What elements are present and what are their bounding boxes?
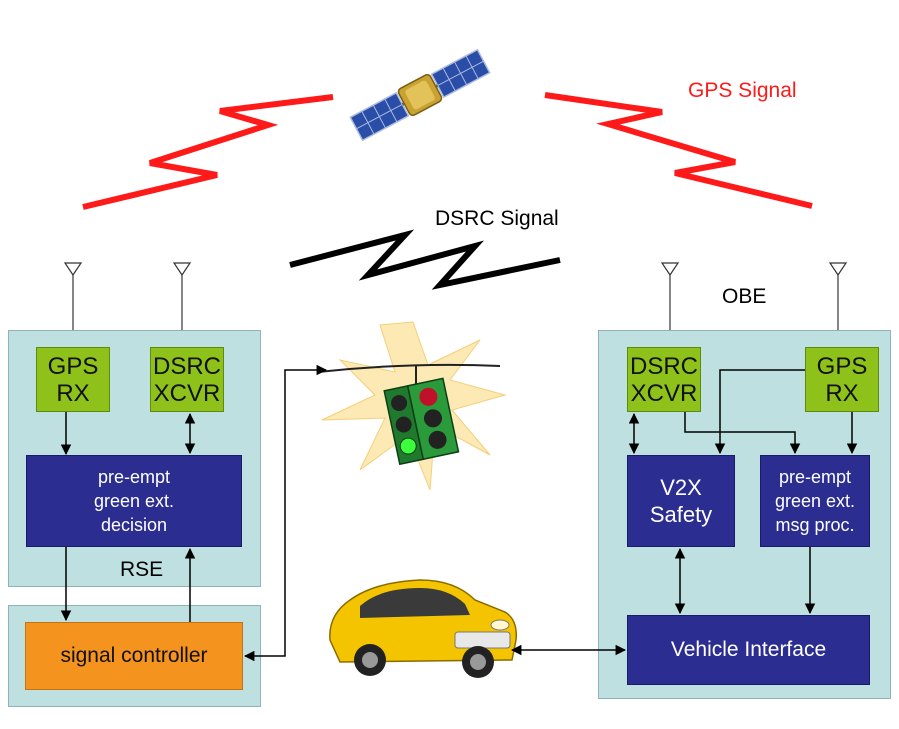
- traffic-light-icon: [317, 321, 507, 491]
- rse-label: RSE: [120, 558, 164, 581]
- obe-dsrc-xcvr: DSRC XCVR: [627, 347, 701, 412]
- obe-gps-rx: GPS RX: [805, 347, 879, 412]
- msg-proc-box: pre-empt green ext. msg proc.: [760, 455, 870, 547]
- gps-signal-right: [544, 92, 813, 209]
- rse-dsrc-xcvr: DSRC XCVR: [150, 347, 224, 412]
- gps-signal-left: [82, 94, 334, 210]
- v2x-safety-box: V2X Safety: [627, 455, 735, 547]
- vehicle-interface-box: Vehicle Interface: [627, 615, 870, 685]
- satellite-icon: [349, 48, 491, 142]
- obe-label: OBE: [722, 285, 767, 308]
- dsrc-signal-label: DSRC Signal: [435, 207, 559, 230]
- gps-signal-label: GPS Signal: [688, 79, 797, 102]
- car-icon: [329, 579, 518, 678]
- dsrc-signal: [289, 229, 561, 290]
- rse-decision-box: pre-empt green ext. decision: [26, 455, 242, 547]
- rse-gps-rx: GPS RX: [36, 347, 110, 412]
- signal-controller-box: signal controller: [25, 622, 243, 690]
